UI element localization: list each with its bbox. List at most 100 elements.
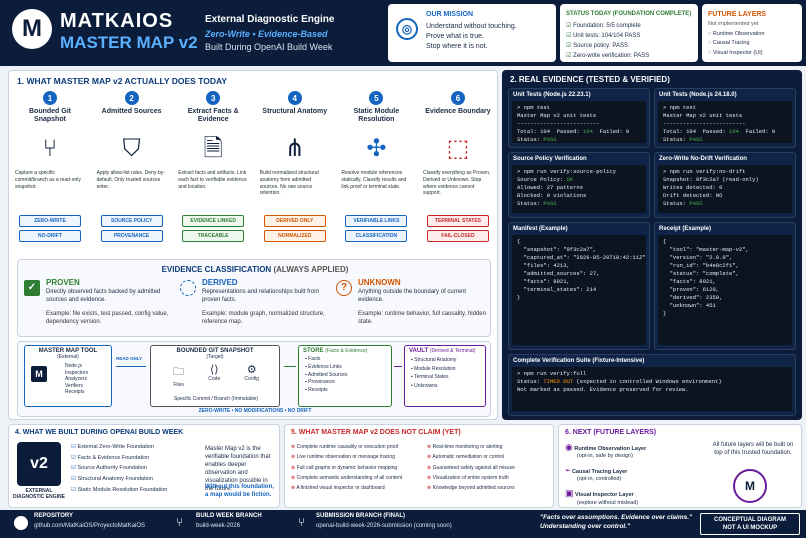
terminal-line: {: [517, 238, 521, 245]
vault-box: VAULT (Derived & Terminal) ▪ Structural …: [404, 345, 486, 407]
circle-icon: ○: [708, 49, 712, 56]
section-5-title: 5. WHAT MASTER MAP v2 DOES NOT CLAIM (YE…: [291, 429, 461, 436]
master-map-tool-box: MASTER MAP TOOL (External) M Node.js Ins…: [24, 345, 112, 407]
terminal-line: "status": "complete",: [663, 269, 739, 277]
step-desc: Classify everything as Proven, Derived o…: [422, 170, 491, 197]
store-item: Admitted Sources: [307, 371, 348, 378]
evidence-block-receipt: Receipt (Example) { "tool": "master-map-…: [654, 222, 796, 350]
tool-item: Inspectors: [65, 369, 89, 376]
terminal-line: Snapshot: 9f3c2a7 (read-only): [663, 175, 759, 183]
step-desc: Resolve module references statically. Cl…: [341, 170, 407, 190]
step-title: Extract Facts & Evidence: [187, 108, 239, 124]
future-layer-sub: (opt-in, safe by design): [577, 453, 633, 460]
branch-name: build-week-2026: [196, 523, 241, 529]
store-item: Receipts: [308, 387, 328, 393]
branch-label: BUILD WEEK BRANCH: [196, 513, 262, 519]
repo-link[interactable]: github.com/MatKaiOS/ProyectoMatKaiOS: [34, 523, 146, 529]
snapshot-item: Code: [208, 376, 221, 382]
step-badge: VERIFIABLE LINKS: [345, 215, 408, 227]
check-icon: ☑: [566, 52, 572, 59]
terminal-line: "facts": 8921,: [517, 277, 570, 285]
evidence-block-nodrift: Zero-Write No-Drift Verification > npm r…: [654, 152, 796, 218]
step-badge: TRACEABLE: [182, 230, 245, 242]
x-icon: ⊗: [427, 464, 432, 471]
section-1-panel: 1. WHAT MASTER MAP v2 ACTUALLY DOES TODA…: [8, 70, 498, 420]
tool-title: MASTER MAP TOOL: [38, 348, 98, 354]
check-icon: ☑: [71, 486, 76, 493]
future-mini-item: Causal Tracing: [712, 40, 750, 47]
step-title: Static Module Resolution: [353, 108, 400, 124]
code-icon: ⟨⟩: [209, 364, 219, 376]
terminal-line: Status: PASS: [663, 135, 703, 143]
boundary-icon: ⬚: [446, 135, 470, 162]
tracing-icon: ⌁: [565, 465, 571, 476]
terminal-line: Blocked: 0 violations: [517, 191, 587, 199]
quote-line: Understanding over control.": [540, 523, 631, 531]
section-1-title: 1. WHAT MASTER MAP v2 ACTUALLY DOES TODA…: [17, 76, 228, 86]
terminal-line: "tool": "master-map-v2",: [663, 245, 749, 253]
circle-icon: ○: [708, 40, 712, 47]
terminal-line: }: [663, 309, 667, 317]
status-item: Zero-write verification: PASS: [573, 52, 650, 59]
step-badge: PROVENANCE: [100, 230, 163, 242]
terminal-line: -------------------------: [663, 119, 746, 127]
future-mini-box: FUTURE LAYERS Not implemented yet ○ Runt…: [702, 4, 802, 62]
terminal-line: "snapshot": "9f3c2a7",: [517, 245, 597, 253]
step-number: 3: [206, 91, 221, 105]
terminal-line: }: [517, 293, 521, 301]
mission-line: Stop where it is not.: [426, 43, 488, 51]
section-4-panel: 4. WHAT WE BUILT DURING OPENAI BUILD WEE…: [8, 424, 280, 508]
step-card: 6 Evidence Boundary ⬚ Classify everythin…: [423, 91, 493, 261]
tool-item: Receipts: [65, 389, 85, 395]
terminal-line: > npm run verify:no-drift: [663, 168, 746, 175]
built-item: Facts & Evidence Foundation: [77, 454, 150, 461]
foundation-circle-icon: M: [733, 469, 767, 503]
check-icon: ☑: [71, 465, 76, 472]
terminal-line: "version": "2.0.0",: [663, 253, 733, 261]
store-item: Evidence Links: [308, 363, 342, 370]
terminal-line: {: [663, 238, 667, 245]
section-5-panel: 5. WHAT MASTER MAP v2 DOES NOT CLAIM (YE…: [284, 424, 554, 508]
check-icon: ☑: [566, 23, 572, 29]
step-desc: Apply allow-list rules. Deny-by-default.…: [96, 170, 165, 190]
status-item: Unit tests: 104/104 PASS: [573, 32, 641, 39]
terminal-line: Master Map v2 unit tests: [663, 111, 743, 119]
derived-desc: Representations and relationships built …: [202, 289, 320, 304]
unknown-example: Example: runtime behavior, full causalit…: [358, 311, 486, 326]
derived-example: Example: module graph, normalized struct…: [202, 311, 325, 326]
terminal-line: > npm run verify:full: [517, 370, 587, 377]
vault-item: Terminal States: [414, 374, 449, 380]
terminal-line: "terminal_states": 214: [517, 285, 597, 293]
terminal-line: "derived": 2350,: [663, 293, 723, 301]
derived-dashed-icon: [180, 280, 196, 296]
check-icon: ☑: [71, 444, 76, 450]
x-icon: ⊗: [427, 474, 432, 481]
status-item: Source policy: PASS: [573, 42, 628, 49]
tagline-zero-write: Zero-Write • Evidence-Based: [205, 29, 328, 39]
built-item: Source Authority Foundation: [77, 465, 147, 472]
x-icon: ⊗: [291, 444, 296, 450]
vault-item: Structural Anatomy: [414, 357, 457, 363]
step-title: Bounded Git Snapshot: [29, 108, 71, 124]
tool-item: Verifiers: [65, 382, 84, 389]
terminal-line: Status: PASS: [517, 199, 557, 207]
store-item: Provenance: [308, 379, 335, 386]
snapshot-box: BOUNDED GIT SNAPSHOT (Target) 🗀Files ⟨⟩C…: [150, 345, 280, 407]
not-claim-item: Knowledge beyond admitted sources: [432, 485, 515, 491]
step-row: 1 Bounded Git Snapshot ⑂ Capture a speci…: [15, 91, 493, 261]
tool-item: Analyzers: [65, 376, 87, 382]
step-badge: CLASSIFICATION: [345, 230, 408, 242]
evidence-block-manifest: Manifest (Example) { "snapshot": "9f3c2a…: [508, 222, 650, 350]
evidence-title: Source Policy Verification: [513, 156, 587, 162]
mission-line: Understand without touching.: [426, 23, 517, 30]
classification-box: EVIDENCE CLASSIFICATION (ALWAYS APPLIED)…: [17, 259, 491, 337]
tagline-build-week: Built During OpenAI Build Week: [205, 42, 333, 52]
x-icon: ⊗: [427, 444, 432, 450]
step-badge: NORMALIZED: [263, 230, 326, 242]
proven-desc: Directly observed facts backed by admitt…: [46, 289, 161, 304]
terminal-line: "captured_at": "2026-05-20T18:42:11Z",: [517, 253, 646, 261]
terminal-line: Source Policy: OK: [517, 175, 574, 183]
built-item: External Zero-Write Foundation: [77, 444, 155, 450]
not-claim-item: Guaranteed safety against all misuse: [432, 464, 515, 471]
